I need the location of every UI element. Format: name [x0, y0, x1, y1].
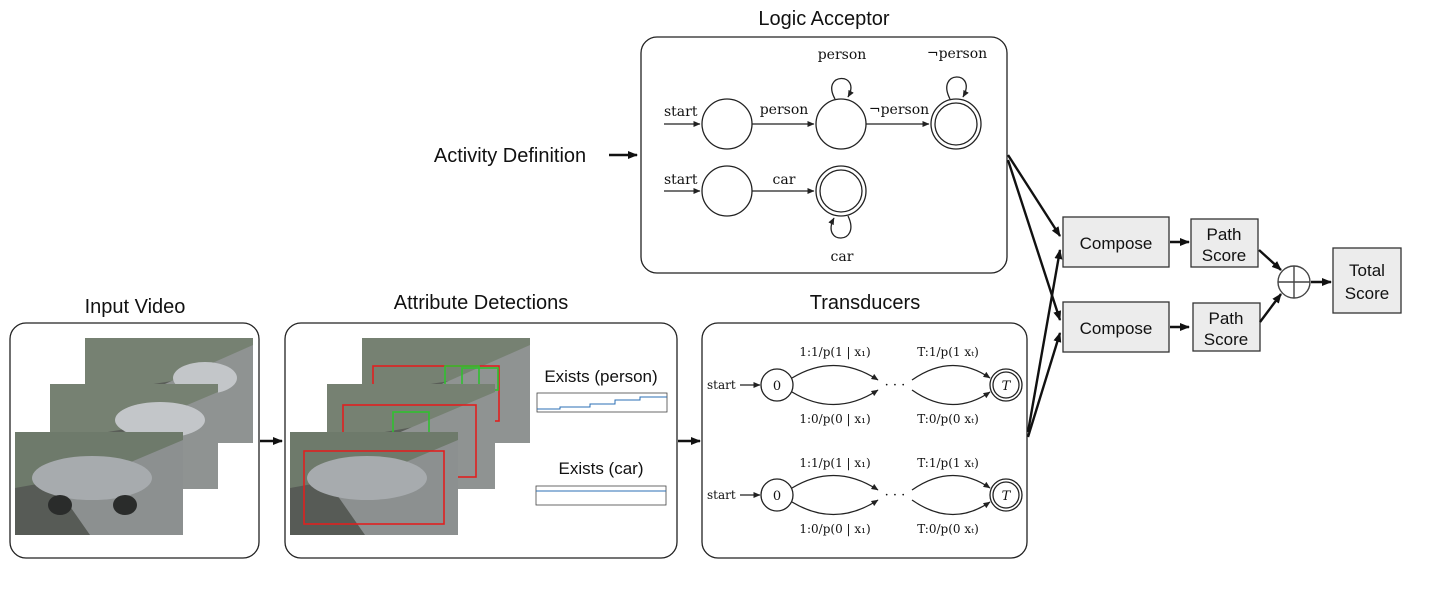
pathscore1-to-sum-arrow — [1258, 249, 1282, 271]
total-score-box — [1332, 247, 1402, 314]
total-score-label-line1: Total — [1349, 261, 1385, 280]
activity-definition-label: Activity Definition — [434, 145, 586, 167]
transducer1-edge-bottom-left — [791, 389, 879, 406]
transducer2-edge-top-left — [791, 474, 879, 491]
transducer1-dots: · · · — [885, 378, 906, 393]
automaton1-accept-state — [930, 98, 982, 150]
car-detection-box — [303, 450, 445, 525]
transducer1-top-left-label: 1:1/p(1 | x₁) — [799, 345, 870, 359]
automaton2-final-loop-label: car — [831, 249, 854, 265]
transducer2-top-left-label: 1:1/p(1 | x₁) — [799, 456, 870, 470]
path-score-label-2-line2: Score — [1204, 330, 1248, 349]
transducer1-node-0 — [760, 368, 794, 402]
oplus-icon — [1277, 265, 1311, 299]
attribute-detections-panel: Attribute Detections Exists (person) — [284, 292, 678, 559]
detection-frame-1 — [290, 432, 458, 535]
path-score-box-2 — [1192, 302, 1261, 352]
transducer2-node-0-label: 0 — [773, 489, 781, 504]
compose-label-2: Compose — [1080, 319, 1153, 338]
transducer2-dots: · · · — [885, 488, 906, 503]
transducer2-bottom-left-label: 1:0/p(0 | x₁) — [799, 522, 870, 536]
transducer2-edge-bottom-left — [791, 499, 879, 516]
logic-acceptor-panel: Logic Acceptor start person person ¬pers… — [640, 8, 1008, 274]
path-score-label-2-line1: Path — [1209, 309, 1244, 328]
transducer2-node-T — [989, 478, 1023, 512]
automaton1-final-loop — [946, 76, 969, 100]
transducer1-bottom-left-label: 1:0/p(0 | x₁) — [799, 412, 870, 426]
path-score-label-1-line1: Path — [1207, 225, 1242, 244]
transducers-to-compose1-arrow — [1026, 249, 1063, 433]
transducers-panel: Transducers start 0 · · · T 1:1/p(1 | x₁… — [701, 292, 1028, 559]
transducer1-node-T-inner — [992, 371, 1020, 399]
automaton1-state-1 — [815, 98, 867, 150]
transducer2-node-0 — [760, 478, 794, 512]
transducer1-edge-top-left — [791, 364, 879, 381]
transducer-2: start 0 · · · T 1:1/p(1 | x₁) T:1/p(1 xₜ… — [707, 456, 1023, 536]
automaton2-accept-state — [815, 165, 867, 217]
path-score-label-1-line2: Score — [1202, 246, 1246, 265]
transducer1-edge-bottom-right — [911, 389, 991, 406]
transducer1-bottom-right-label: T:0/p(0 xₜ) — [917, 412, 979, 426]
transducer1-top-right-label: T:1/p(1 xₜ) — [917, 345, 979, 359]
automaton1-accept-inner — [934, 102, 978, 146]
logic-acceptor-frame — [640, 36, 1008, 274]
transducer1-edge-top-right — [911, 364, 991, 381]
video-frame-1 — [15, 432, 183, 535]
transducer1-node-0-label: 0 — [773, 379, 781, 394]
transducer2-node-T-inner — [992, 481, 1020, 509]
exists-person-label: Exists (person) — [544, 367, 657, 386]
compose-box-2 — [1062, 301, 1170, 353]
transducers-to-compose2-arrow — [1026, 332, 1062, 438]
automaton1-final-loop-label: ¬person — [927, 46, 987, 62]
pathscore2-to-sum-arrow — [1259, 293, 1282, 323]
exists-person-plot — [536, 392, 668, 413]
path-score-box-1 — [1190, 218, 1259, 268]
compose-label-1: Compose — [1080, 234, 1153, 253]
automaton1-self-loop-label: person — [818, 47, 867, 63]
compose-box-1 — [1062, 216, 1170, 268]
transducer2-start-label: start — [707, 488, 736, 502]
automaton2-start-label: start — [664, 172, 698, 188]
automaton2-accept-inner — [819, 169, 863, 213]
automaton2-state-0 — [701, 165, 753, 217]
acceptor-to-compose1-arrow — [1006, 154, 1062, 237]
transducer2-node-T-label: T — [1002, 489, 1012, 504]
input-video-panel: Input Video — [9, 296, 260, 559]
automaton1-edge2-label: ¬person — [869, 102, 929, 118]
attribute-detections-title: Attribute Detections — [394, 292, 569, 314]
total-score-label-line2: Score — [1345, 284, 1389, 303]
transducer1-node-T-label: T — [1002, 379, 1012, 394]
transducer1-start-label: start — [707, 378, 736, 392]
automaton1-edge1-label: person — [760, 102, 809, 118]
transducer-1: start 0 · · · T 1:1/p(1 | x₁) T:1/p(1 xₜ… — [707, 345, 1023, 426]
exists-car-plot — [535, 485, 667, 506]
transducer2-edge-bottom-right — [911, 499, 991, 516]
transducer2-edge-top-right — [911, 474, 991, 491]
automaton1-start-label: start — [664, 104, 698, 120]
logic-acceptor-title: Logic Acceptor — [758, 8, 890, 30]
exists-car-label: Exists (car) — [559, 459, 644, 478]
automaton1-state-0 — [701, 98, 753, 150]
transducer2-bottom-right-label: T:0/p(0 xₜ) — [917, 522, 979, 536]
transducers-title: Transducers — [810, 292, 920, 314]
automaton2-edge1-label: car — [773, 172, 796, 188]
automaton1-self-loop — [831, 77, 854, 100]
input-video-title: Input Video — [85, 296, 186, 318]
transducer2-top-right-label: T:1/p(1 xₜ) — [917, 456, 979, 470]
transducer1-node-T — [989, 368, 1023, 402]
automaton2-final-loop — [828, 215, 852, 239]
